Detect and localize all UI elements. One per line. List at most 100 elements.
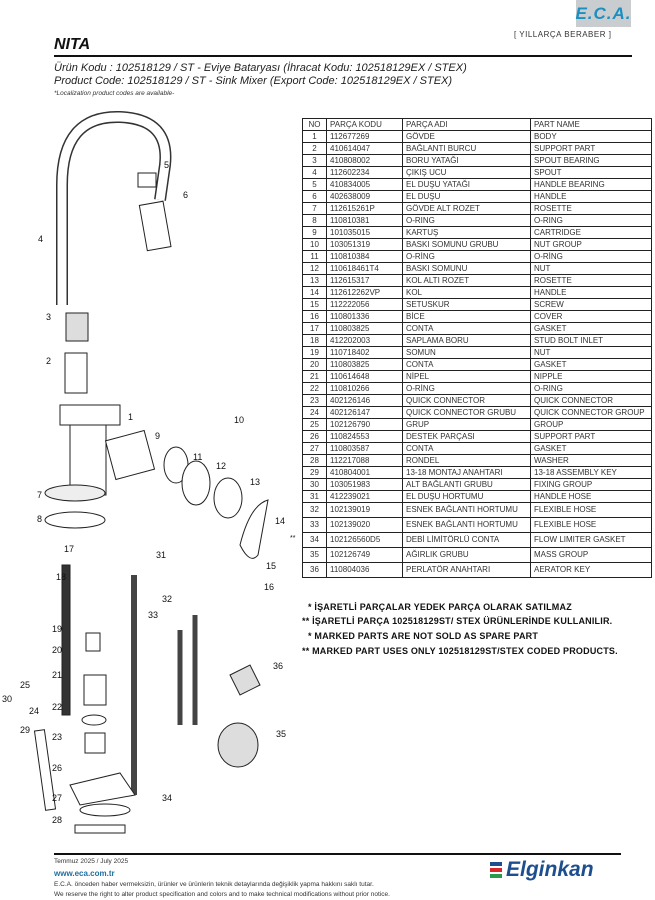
part-code: 112677269: [326, 130, 403, 143]
part-code: 110718402: [326, 346, 403, 359]
part-name-tr: DEBİ LİMİTÖRLÜ CONTA: [402, 532, 531, 548]
part-name-en: HANDLE HOSE: [530, 490, 652, 503]
part-no: 31: [302, 490, 327, 503]
part-no: 29: [302, 466, 327, 479]
bearing-3: [65, 312, 89, 342]
elginkan-text: Elginkan: [506, 858, 594, 881]
callout-14: 14: [275, 516, 286, 526]
part-code: 110801336: [326, 310, 403, 323]
part-code: 402126147: [326, 406, 403, 419]
part-name-en: QUICK CONNECTOR GROUP: [530, 406, 652, 419]
footnote-en-1: * MARKED PARTS ARE NOT SOLD AS SPARE PAR…: [308, 631, 539, 641]
part-name-tr: ESNEK BAĞLANTI HORTUMU: [402, 502, 531, 518]
part-no: 6: [302, 190, 327, 203]
part-name-tr: SOMUN: [402, 346, 531, 359]
eca-logo: E.C.A.: [575, 0, 631, 27]
part-code: 110810384: [326, 250, 403, 263]
part-name-en: SPOUT: [530, 166, 652, 179]
part-name-tr: CONTA: [402, 442, 531, 455]
localization-note: *Localization product codes are availabl…: [54, 90, 175, 97]
part-name-en: ROSETTE: [530, 274, 652, 287]
part-name-en: QUICK CONNECTOR: [530, 394, 652, 407]
callout-18: 18: [56, 572, 67, 582]
part-name-en: NUT GROUP: [530, 238, 652, 251]
part-name-en: HANDLE: [530, 286, 652, 299]
part-name-tr: ALT BAĞLANTI GRUBU: [402, 478, 531, 491]
part-no: 4: [302, 166, 327, 179]
part-name-tr: QUICK CONNECTOR: [402, 394, 531, 407]
part-no: 5: [302, 178, 327, 191]
part-code: 110810266: [326, 382, 403, 395]
part-name-tr: BAĞLANTI BURCU: [402, 142, 531, 155]
website-link[interactable]: www.eca.com.tr: [54, 869, 115, 878]
nipple-21: [83, 674, 107, 706]
product-title: NITA: [54, 36, 91, 53]
part-name-en: GASKET: [530, 442, 652, 455]
part-name-en: MASS GROUP: [530, 547, 652, 563]
part-name-tr: PERLATÖR ANAHTARI: [402, 562, 531, 578]
callout-15: 15: [266, 561, 277, 571]
part-name-tr: O-RİNG: [402, 250, 531, 263]
part-name-tr: SETUSKUR: [402, 298, 531, 311]
nut-19: [85, 632, 101, 652]
disclaimer-tr: E.C.A. önceden haber vermeksizin, ürünle…: [54, 881, 374, 888]
part-code: 103051319: [326, 238, 403, 251]
part-no: 21: [302, 370, 327, 383]
part-code: 410808002: [326, 154, 403, 167]
part-name-en: SCREW: [530, 298, 652, 311]
part-code: 110618461T4: [326, 262, 403, 275]
callout-28: 28: [52, 815, 63, 825]
part-code: 112612262VP: [326, 286, 403, 299]
part-name-tr: GRUP: [402, 418, 531, 431]
part-no: 30: [302, 478, 327, 491]
footer-divider: [54, 853, 621, 855]
part-code: 103051983: [326, 478, 403, 491]
part-no: 26: [302, 430, 327, 443]
callout-17: 17: [64, 544, 75, 554]
callout-31: 31: [156, 550, 167, 560]
callout-11: 11: [193, 452, 203, 462]
row-34-marker: **: [290, 535, 296, 542]
callout-34: 34: [162, 793, 173, 803]
callout-29: 29: [20, 725, 31, 735]
callout-6: 6: [183, 190, 189, 200]
callout-10: 10: [234, 415, 245, 425]
part-no: 3: [302, 154, 327, 167]
part-name-tr: KOL: [402, 286, 531, 299]
aerator-key: [229, 664, 261, 696]
part-name-tr: CONTA: [402, 358, 531, 371]
exploded-diagram: [33, 110, 269, 834]
part-name-tr: AĞIRLIK GRUBU: [402, 547, 531, 563]
part-code: 402126146: [326, 394, 403, 407]
part-name-en: O-RING: [530, 214, 652, 227]
part-name-tr: BORU YATAĞI: [402, 154, 531, 167]
part-name-en: NIPPLE: [530, 370, 652, 383]
callout-2: 2: [46, 356, 52, 366]
part-no: 22: [302, 382, 327, 395]
part-name-tr: EL DUŞU HORTUMU: [402, 490, 531, 503]
callout-23: 23: [52, 732, 63, 742]
callout-12: 12: [216, 461, 227, 471]
o-ring-8: [44, 511, 106, 529]
part-name-en: WASHER: [530, 454, 652, 467]
callout-30: 30: [2, 694, 13, 704]
part-no: 25: [302, 418, 327, 431]
part-name-tr: CONTA: [402, 322, 531, 335]
key-29: [33, 729, 57, 811]
part-name-en: O-RING: [530, 382, 652, 395]
header-divider: [54, 55, 632, 57]
part-code: 110803587: [326, 442, 403, 455]
callout-4: 4: [38, 234, 44, 244]
part-no: 20: [302, 358, 327, 371]
part-no: 11: [302, 250, 327, 263]
